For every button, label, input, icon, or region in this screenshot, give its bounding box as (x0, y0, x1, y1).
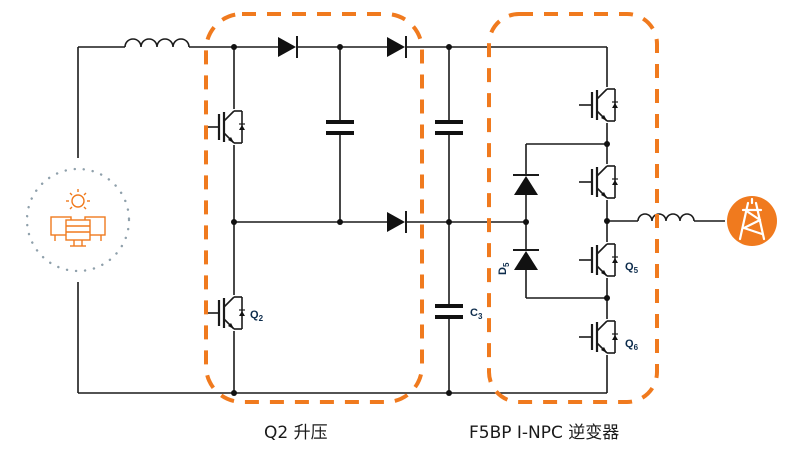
label-q5: Q5 (625, 261, 639, 275)
input-inductor (124, 38, 190, 48)
npc-diode-d5 (513, 249, 539, 270)
boost-diode-3 (387, 211, 407, 233)
label-q6: Q6 (625, 338, 639, 352)
label-d5: D5 (497, 262, 511, 275)
inverter-igbt-q5 (577, 228, 620, 292)
npc-diode-upper (513, 174, 539, 195)
svg-text:D5: D5 (497, 262, 511, 275)
flying-capacitor (326, 120, 354, 135)
dc-link-capacitor-c3 (435, 304, 463, 319)
label-q2: Q2 (250, 309, 264, 323)
grid-circle (727, 196, 777, 246)
label-c3: C3 (470, 307, 483, 321)
grid-connection (727, 196, 777, 246)
junction-dots (231, 44, 610, 396)
inverter-region-outline (487, 12, 659, 404)
dotted-ring (25, 167, 131, 273)
inverter-region-caption: F5BP I-NPC 逆变器 (469, 423, 620, 443)
boost-region-caption: Q2 升压 (264, 423, 328, 443)
boost-igbt-upper (204, 95, 247, 159)
transmission-tower-icon (738, 197, 766, 241)
dc-link-capacitor-upper (435, 120, 463, 135)
inverter-igbt-q4 (577, 150, 620, 214)
boost-region-outline (204, 12, 424, 404)
boost-igbt-q2 (204, 281, 247, 345)
inverter-igbt-q6 (577, 305, 620, 369)
pv-source (25, 167, 131, 273)
output-inductor (637, 213, 695, 222)
boost-diode-2 (387, 36, 407, 58)
inverter-igbt-q3 (577, 73, 620, 137)
solar-panel-icon (50, 189, 106, 247)
boost-diode-1 (278, 36, 298, 58)
